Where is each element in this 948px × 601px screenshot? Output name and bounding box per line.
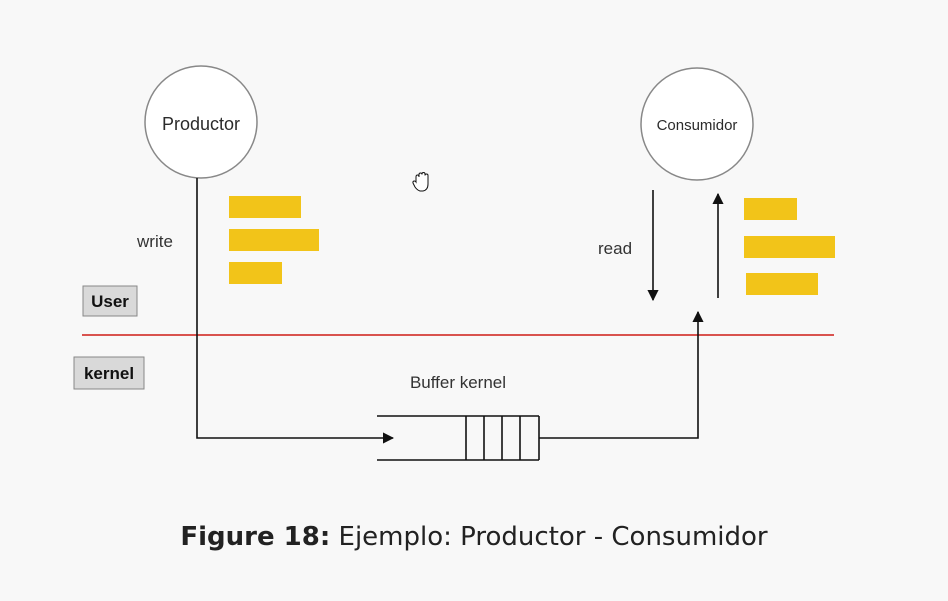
write-label: write <box>136 232 173 251</box>
producer-data-blocks <box>229 196 319 284</box>
user-label: User <box>91 292 129 311</box>
consumer-data-blocks <box>744 198 835 295</box>
kernel-space-box: kernel <box>73 356 145 390</box>
producer-node: Productor <box>144 65 258 179</box>
consumer-label: Consumidor <box>657 117 738 134</box>
producer-data-block-1 <box>229 196 301 218</box>
kernel-buffer-queue <box>377 415 540 461</box>
figure-caption-prefix: Figure 18: <box>180 522 331 552</box>
write-path-arrow <box>196 178 395 444</box>
consumer-data-block-3 <box>746 273 818 295</box>
read-label: read <box>598 239 632 258</box>
producer-data-block-2 <box>229 229 319 251</box>
consumer-data-block-1 <box>744 198 797 220</box>
kernel-label: kernel <box>84 364 134 383</box>
consumer-data-block-2 <box>744 236 835 258</box>
producer-label: Productor <box>162 114 240 134</box>
figure-caption: Figure 18: Ejemplo: Productor - Consumid… <box>0 522 948 552</box>
buffer-label: Buffer kernel <box>410 373 506 392</box>
user-space-box: User <box>82 285 138 317</box>
consumer-node: Consumidor <box>640 67 754 181</box>
figure-caption-text: Ejemplo: Productor - Consumidor <box>338 522 768 552</box>
buffer-output-arrow <box>539 310 704 439</box>
hand-cursor-icon <box>412 171 429 192</box>
producer-data-block-3 <box>229 262 282 284</box>
